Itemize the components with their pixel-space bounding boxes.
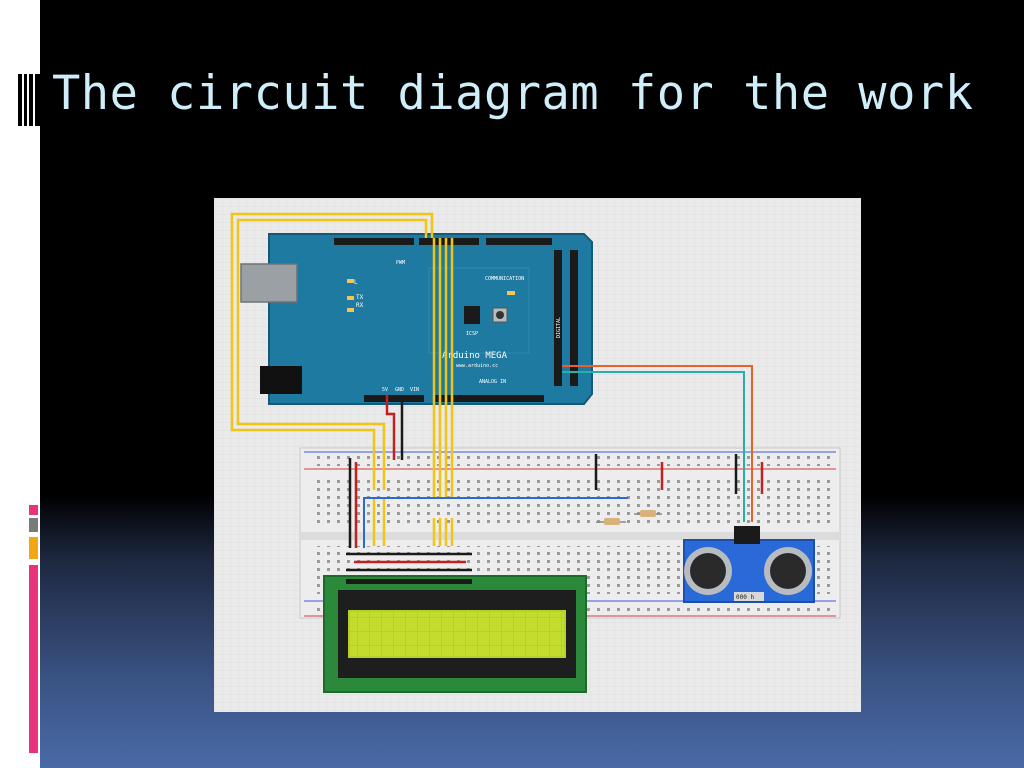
lcd-display [323, 575, 587, 693]
power-label-gnd: GND [395, 387, 404, 393]
led-label-rx: RX [356, 302, 364, 309]
board-label: Arduino MEGA [442, 351, 508, 361]
arduino-mega-board: Arduino MEGA www.arduino.cc PWM COMMUNIC… [240, 233, 593, 405]
accent-bar-pink-top [29, 505, 38, 515]
signal-wires [363, 365, 753, 548]
accent-bar-gray [29, 518, 38, 532]
icsp-label: ICSP [466, 331, 478, 337]
circuit-diagram-figure: Arduino MEGA www.arduino.cc PWM COMMUNIC… [214, 198, 861, 712]
resistor-icon [596, 510, 662, 525]
slide-title: The circuit diagram for the work [52, 66, 974, 121]
title-stripe-decoration [18, 74, 40, 126]
ultrasonic-sensor: 000 h [683, 526, 815, 603]
communication-label: COMMUNICATION [485, 276, 524, 282]
led-label-tx: TX [356, 294, 364, 301]
power-label-5v: 5V [382, 387, 388, 393]
led-label-l: L [354, 279, 358, 286]
yellow-wires [230, 212, 454, 546]
sensor-readout: 000 h [736, 594, 754, 601]
pwm-label: PWM [396, 260, 405, 266]
digital-label: DIGITAL [556, 317, 562, 338]
accent-bar-pink-long [29, 565, 38, 753]
power-jack [260, 366, 302, 394]
accent-bar-orange [29, 537, 38, 559]
board-url: www.arduino.cc [456, 363, 498, 369]
usb-connector [240, 263, 298, 303]
power-label-vin: VIN [410, 387, 419, 393]
power-wires [346, 395, 764, 572]
analog-label: ANALOG IN [479, 379, 506, 385]
